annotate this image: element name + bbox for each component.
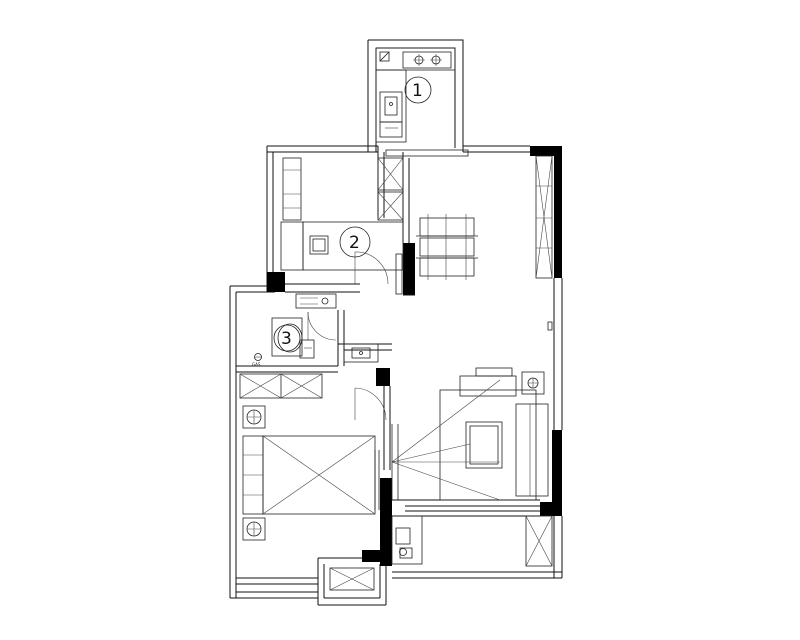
room-number-2: 2 — [349, 233, 360, 253]
bedroom-1 — [239, 373, 387, 541]
interior-walls — [236, 152, 415, 566]
room-marker-2: 2 — [339, 226, 371, 258]
living-room — [391, 321, 553, 501]
kitchen-balcony — [367, 39, 464, 152]
room-number-1: 1 — [412, 81, 423, 101]
bedroom-2 — [280, 157, 404, 295]
gas-label: GAS — [252, 362, 261, 367]
south-balcony — [391, 515, 553, 567]
room-number-3: 3 — [281, 329, 292, 349]
corridor-cabinets — [295, 293, 379, 363]
room-marker-3: 3 — [273, 324, 301, 352]
dining-area — [385, 149, 553, 280]
room-marker-1: 1 — [404, 76, 432, 104]
bathroom-3: GAS — [252, 317, 315, 367]
outer-walls — [229, 145, 563, 606]
